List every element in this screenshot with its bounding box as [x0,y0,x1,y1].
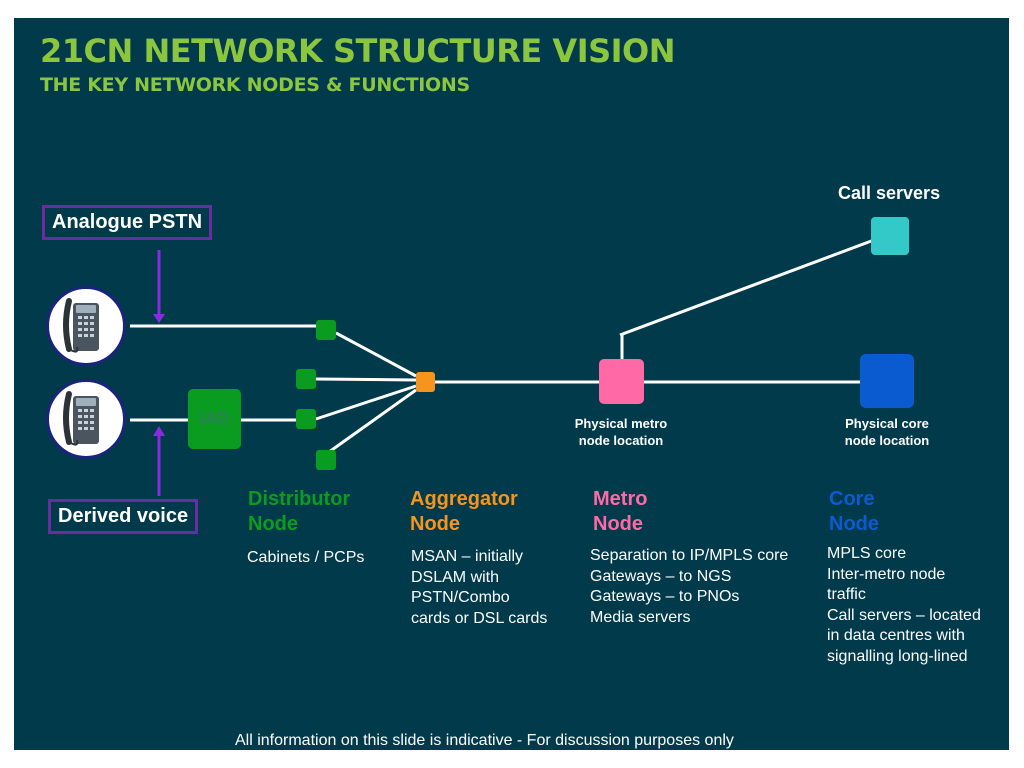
slide: 21CN NETWORK STRUCTURE VISION THE KEY NE… [14,18,1009,750]
distributor-node-4 [316,450,336,470]
metro-title-line1: Metro [593,488,648,510]
line-callservers-link [619,238,875,337]
distributor-node-2 [296,369,316,389]
arrow-derived-head [153,426,165,436]
core-location-line2: node location [844,433,930,448]
distributor-node-3 [296,409,316,429]
page-subtitle: THE KEY NETWORK NODES & FUNCTIONS [40,74,470,96]
metro-location-label: Physical metro node location [562,415,680,449]
aggregator-desc-line: cards or DSL cards [411,609,548,627]
distributor-node-title: Distributor Node [248,487,350,537]
telephone-icon [46,286,126,366]
aggregator-node-title: Aggregator Node [410,487,518,537]
metro-location-line1: Physical metro [574,416,668,431]
aggregator-title-line1: Aggregator [410,488,518,510]
core-location-line1: Physical core [845,416,929,431]
core-node [860,354,914,408]
derived-voice-label: Derived voice [48,499,199,534]
line-dist2-agg [315,377,417,382]
line-dist4-agg [328,388,417,454]
connection-lines [130,238,875,496]
call-servers-label: Call servers [838,183,941,203]
core-desc-line: in data centres with [827,627,965,644]
metro-desc-line: Gateways – to NGS [590,567,732,585]
aggregator-desc-line: PSTN/Combo [411,589,510,606]
metro-title-line2: Node [593,513,643,535]
distributor-title-line2: Node [248,513,298,535]
aggregator-title-line2: Node [410,513,460,535]
distributor-description: Cabinets / PCPs [247,548,364,569]
core-desc-line: Inter-metro node [827,565,946,583]
core-desc-line: traffic [827,586,866,603]
distributor-title-line1: Distributor [248,488,351,510]
metro-description: Separation to IP/MPLS core Gateways – to… [590,546,788,628]
page-title: 21CN NETWORK STRUCTURE VISION [40,32,676,70]
core-node-title: Core Node [829,487,879,537]
analogue-pstn-label: Analogue PSTN [42,205,213,240]
metro-desc-line: Separation to IP/MPLS core [590,547,789,564]
line-dist3-agg [315,384,417,421]
metro-node [599,359,644,404]
telephone-icon [46,379,126,459]
distributor-node-1 [316,320,336,340]
disclaimer-footer: All information on this slide is indicat… [235,732,734,749]
call-server-node [871,217,909,255]
core-desc-line: Call servers – located [827,606,981,624]
aggregator-desc-line: DSLAM with [411,568,500,586]
metro-desc-line: Media servers [590,608,691,626]
arrow-analogue-head [153,314,165,323]
core-desc-line: signalling long-lined [827,647,968,665]
metro-desc-line: Gateways – to PNOs [590,588,740,605]
aggregator-desc-line: MSAN – initially [411,548,524,565]
core-title-line2: Node [829,513,879,535]
line-dist1-agg [335,331,417,378]
metro-location-line2: node location [578,433,664,448]
iad-device: IAD [188,389,241,449]
core-desc-line: MPLS core [827,545,907,562]
aggregator-node [416,372,435,392]
aggregator-description: MSAN – initially DSLAM with PSTN/Combo c… [411,547,547,629]
metro-node-title: Metro Node [593,487,647,537]
core-description: MPLS core Inter-metro node traffic Call … [827,544,981,667]
core-location-label: Physical core node location [829,415,945,449]
distributor-desc-line: Cabinets / PCPs [247,549,365,566]
core-title-line1: Core [829,488,875,510]
